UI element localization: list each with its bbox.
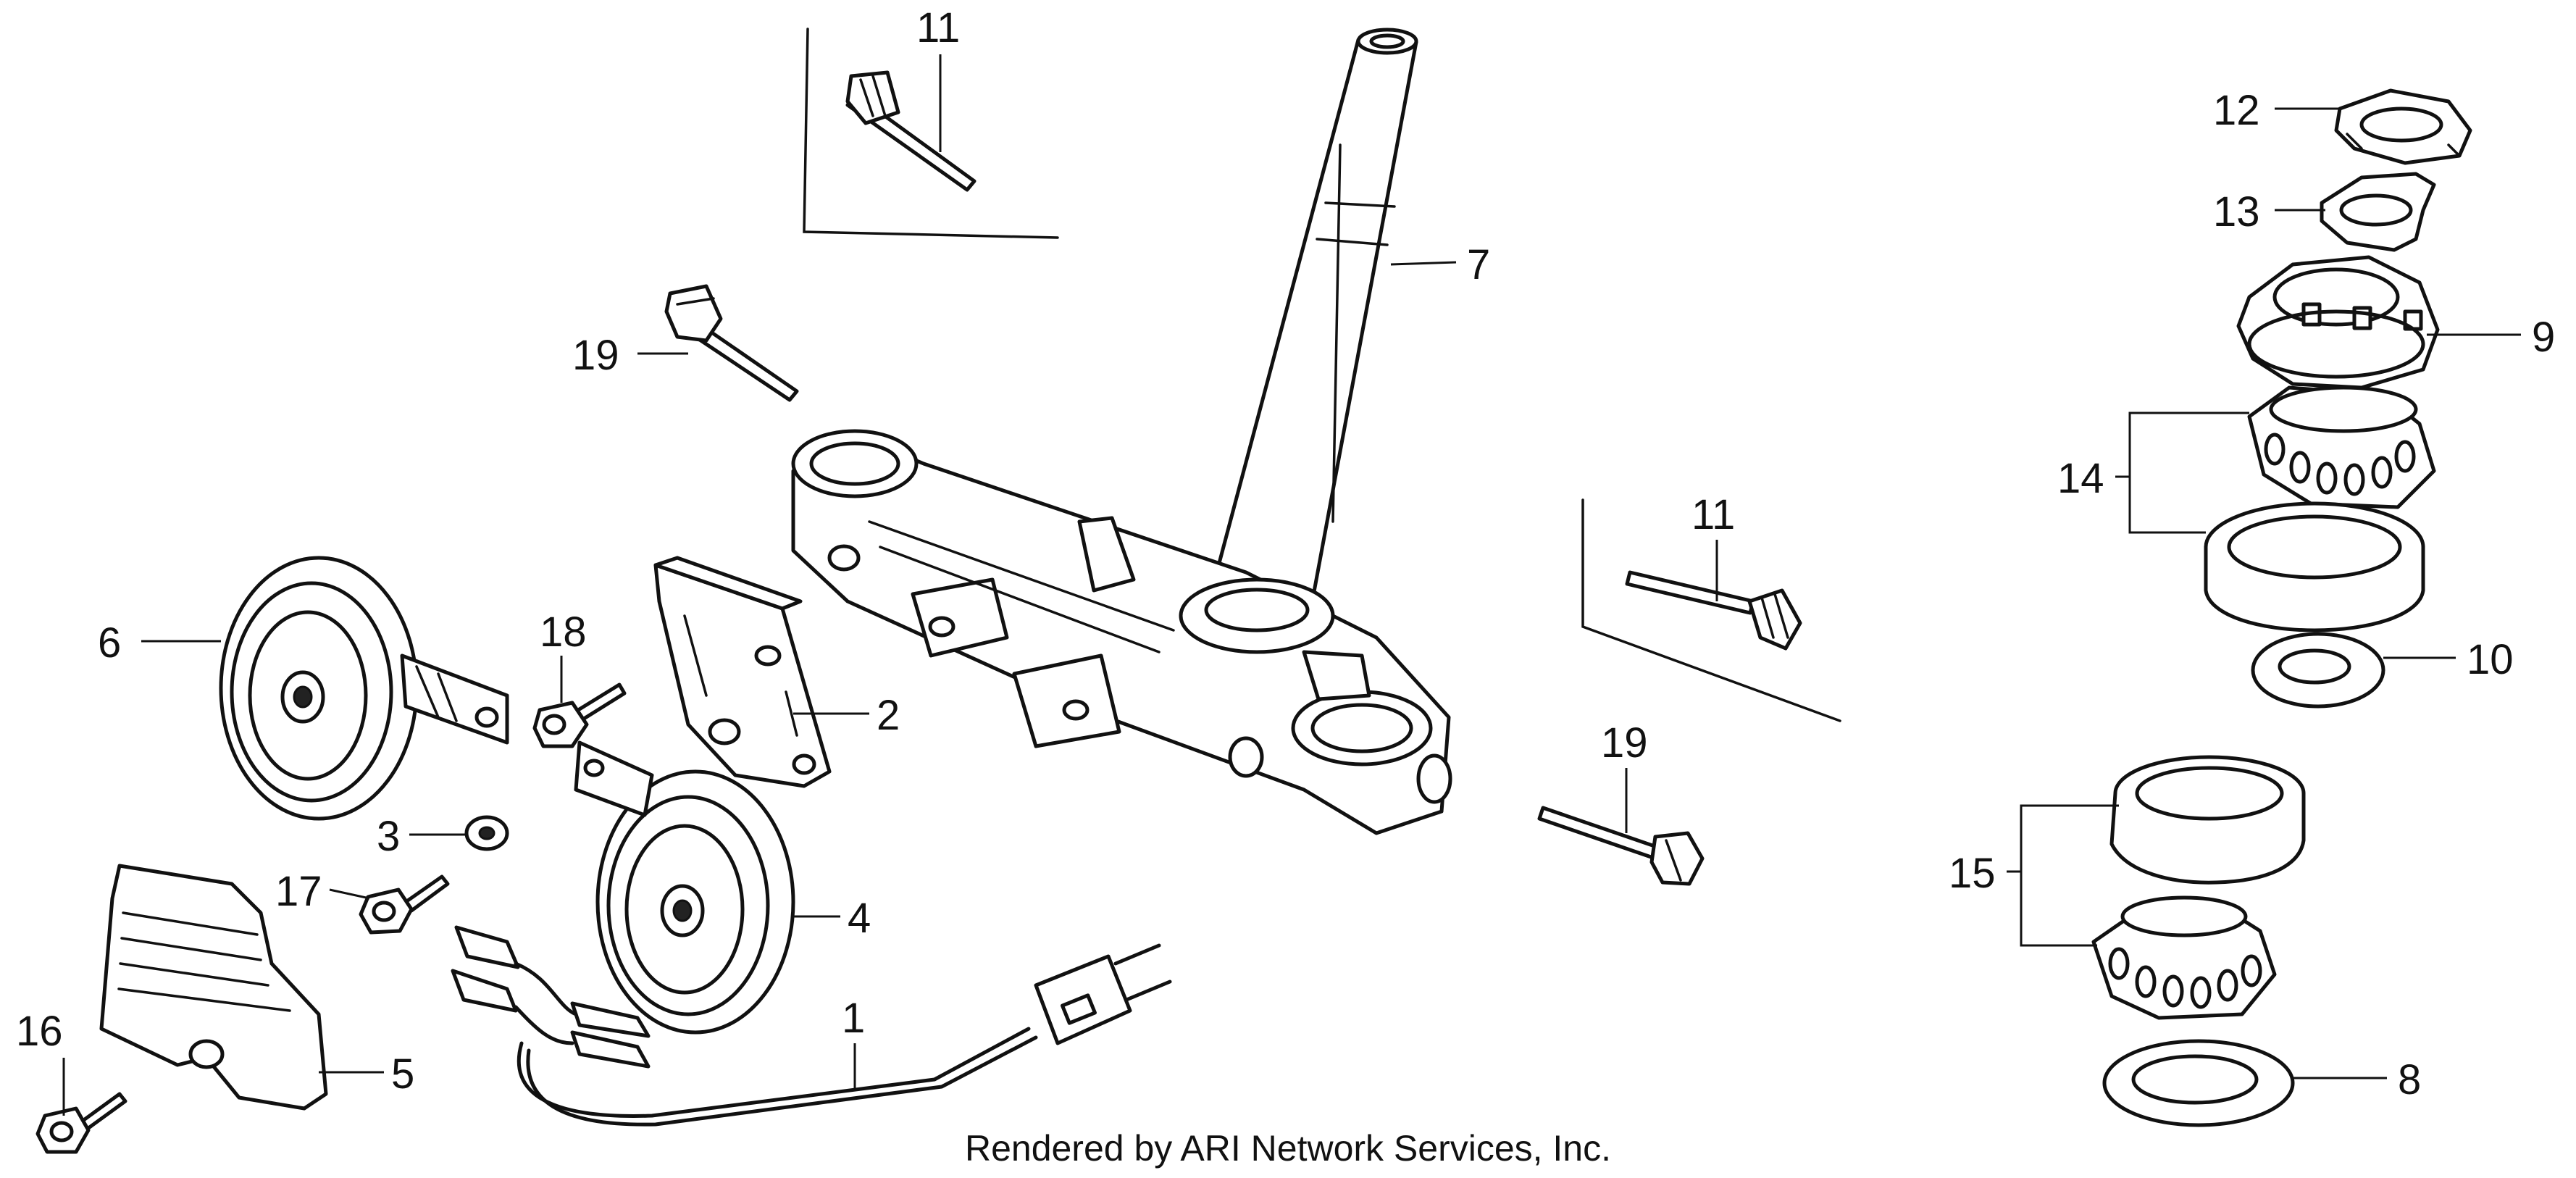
part-7-steering-stem	[1204, 28, 1418, 629]
part-10-dust-seal	[2251, 632, 2385, 709]
part-14-upper-race	[2204, 501, 2425, 632]
frame-upper-bolt	[803, 28, 1059, 239]
part-19-bolt-right	[1537, 806, 1705, 886]
footer-credit: Rendered by ARI Network Services, Inc.	[965, 1128, 1611, 1169]
part-15-lower-race	[2109, 755, 2306, 885]
part-3-washer	[464, 815, 509, 851]
callout-11-upper: 11	[916, 4, 960, 51]
callout-15: 15	[1949, 850, 1996, 897]
frame-right-bolt	[1581, 498, 1841, 722]
part-1-wire-harness	[451, 925, 1172, 1127]
part-19-bolt-upper	[664, 284, 799, 402]
part-18-bolt	[532, 682, 627, 748]
callout-11-right: 11	[1691, 491, 1735, 538]
part-14-upper-bearing	[2247, 385, 2436, 509]
part-2-horn-bracket	[653, 556, 832, 788]
part-17-bolt	[359, 874, 450, 935]
part-6-horn	[219, 556, 509, 821]
part-9-bearing-adjusting-nut	[2236, 255, 2440, 390]
callout-4: 4	[848, 895, 871, 942]
callout-16: 16	[16, 1008, 63, 1055]
leader-lines	[62, 54, 2521, 1116]
callout-9: 9	[2532, 314, 2555, 361]
callout-18: 18	[540, 609, 587, 656]
callout-7: 7	[1467, 241, 1490, 288]
callout-1: 1	[842, 995, 865, 1042]
callout-19-upper: 19	[572, 332, 619, 379]
callout-6: 6	[98, 619, 121, 667]
part-7-under-bracket	[791, 429, 1452, 835]
callout-2: 2	[877, 692, 900, 739]
part-11-bolt-right	[1625, 570, 1802, 651]
part-16-bolt	[35, 1092, 127, 1154]
part-4-horn	[574, 740, 795, 1035]
part-15-lower-bearing	[2091, 895, 2277, 1020]
part-12-locknut	[2334, 88, 2472, 165]
part-13-lock-washer	[2320, 172, 2436, 252]
callout-numbers: 11 7 19 11 19 12 13 9 14 10 15 8 6 2 18 …	[16, 4, 2555, 1103]
callout-5: 5	[391, 1050, 414, 1098]
callout-3: 3	[377, 813, 400, 860]
callout-10: 10	[2467, 636, 2514, 683]
callout-13: 13	[2213, 188, 2260, 235]
callout-14: 14	[2057, 455, 2104, 502]
part-11-bolt-upper	[845, 70, 977, 192]
callout-17: 17	[275, 868, 322, 915]
part-5-horn-cover	[99, 864, 328, 1111]
callout-8: 8	[2398, 1056, 2421, 1103]
callout-19-right: 19	[1601, 719, 1648, 766]
part-8-dust-seal	[2102, 1039, 2295, 1127]
callout-12: 12	[2213, 87, 2260, 134]
